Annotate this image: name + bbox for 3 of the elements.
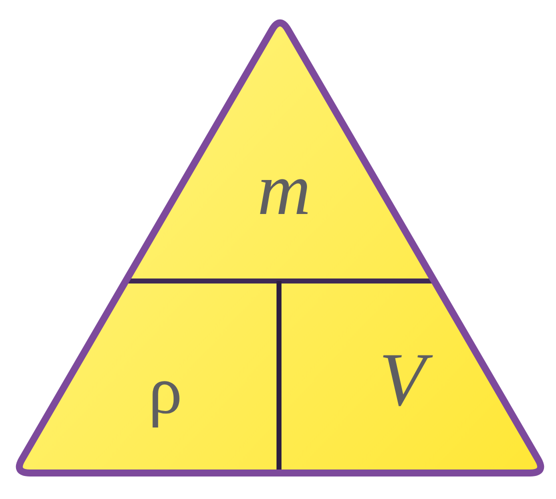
variable-symbol: m (256, 148, 312, 232)
variable-symbol: ρ (147, 351, 184, 430)
variable-symbol: V (373, 336, 440, 424)
